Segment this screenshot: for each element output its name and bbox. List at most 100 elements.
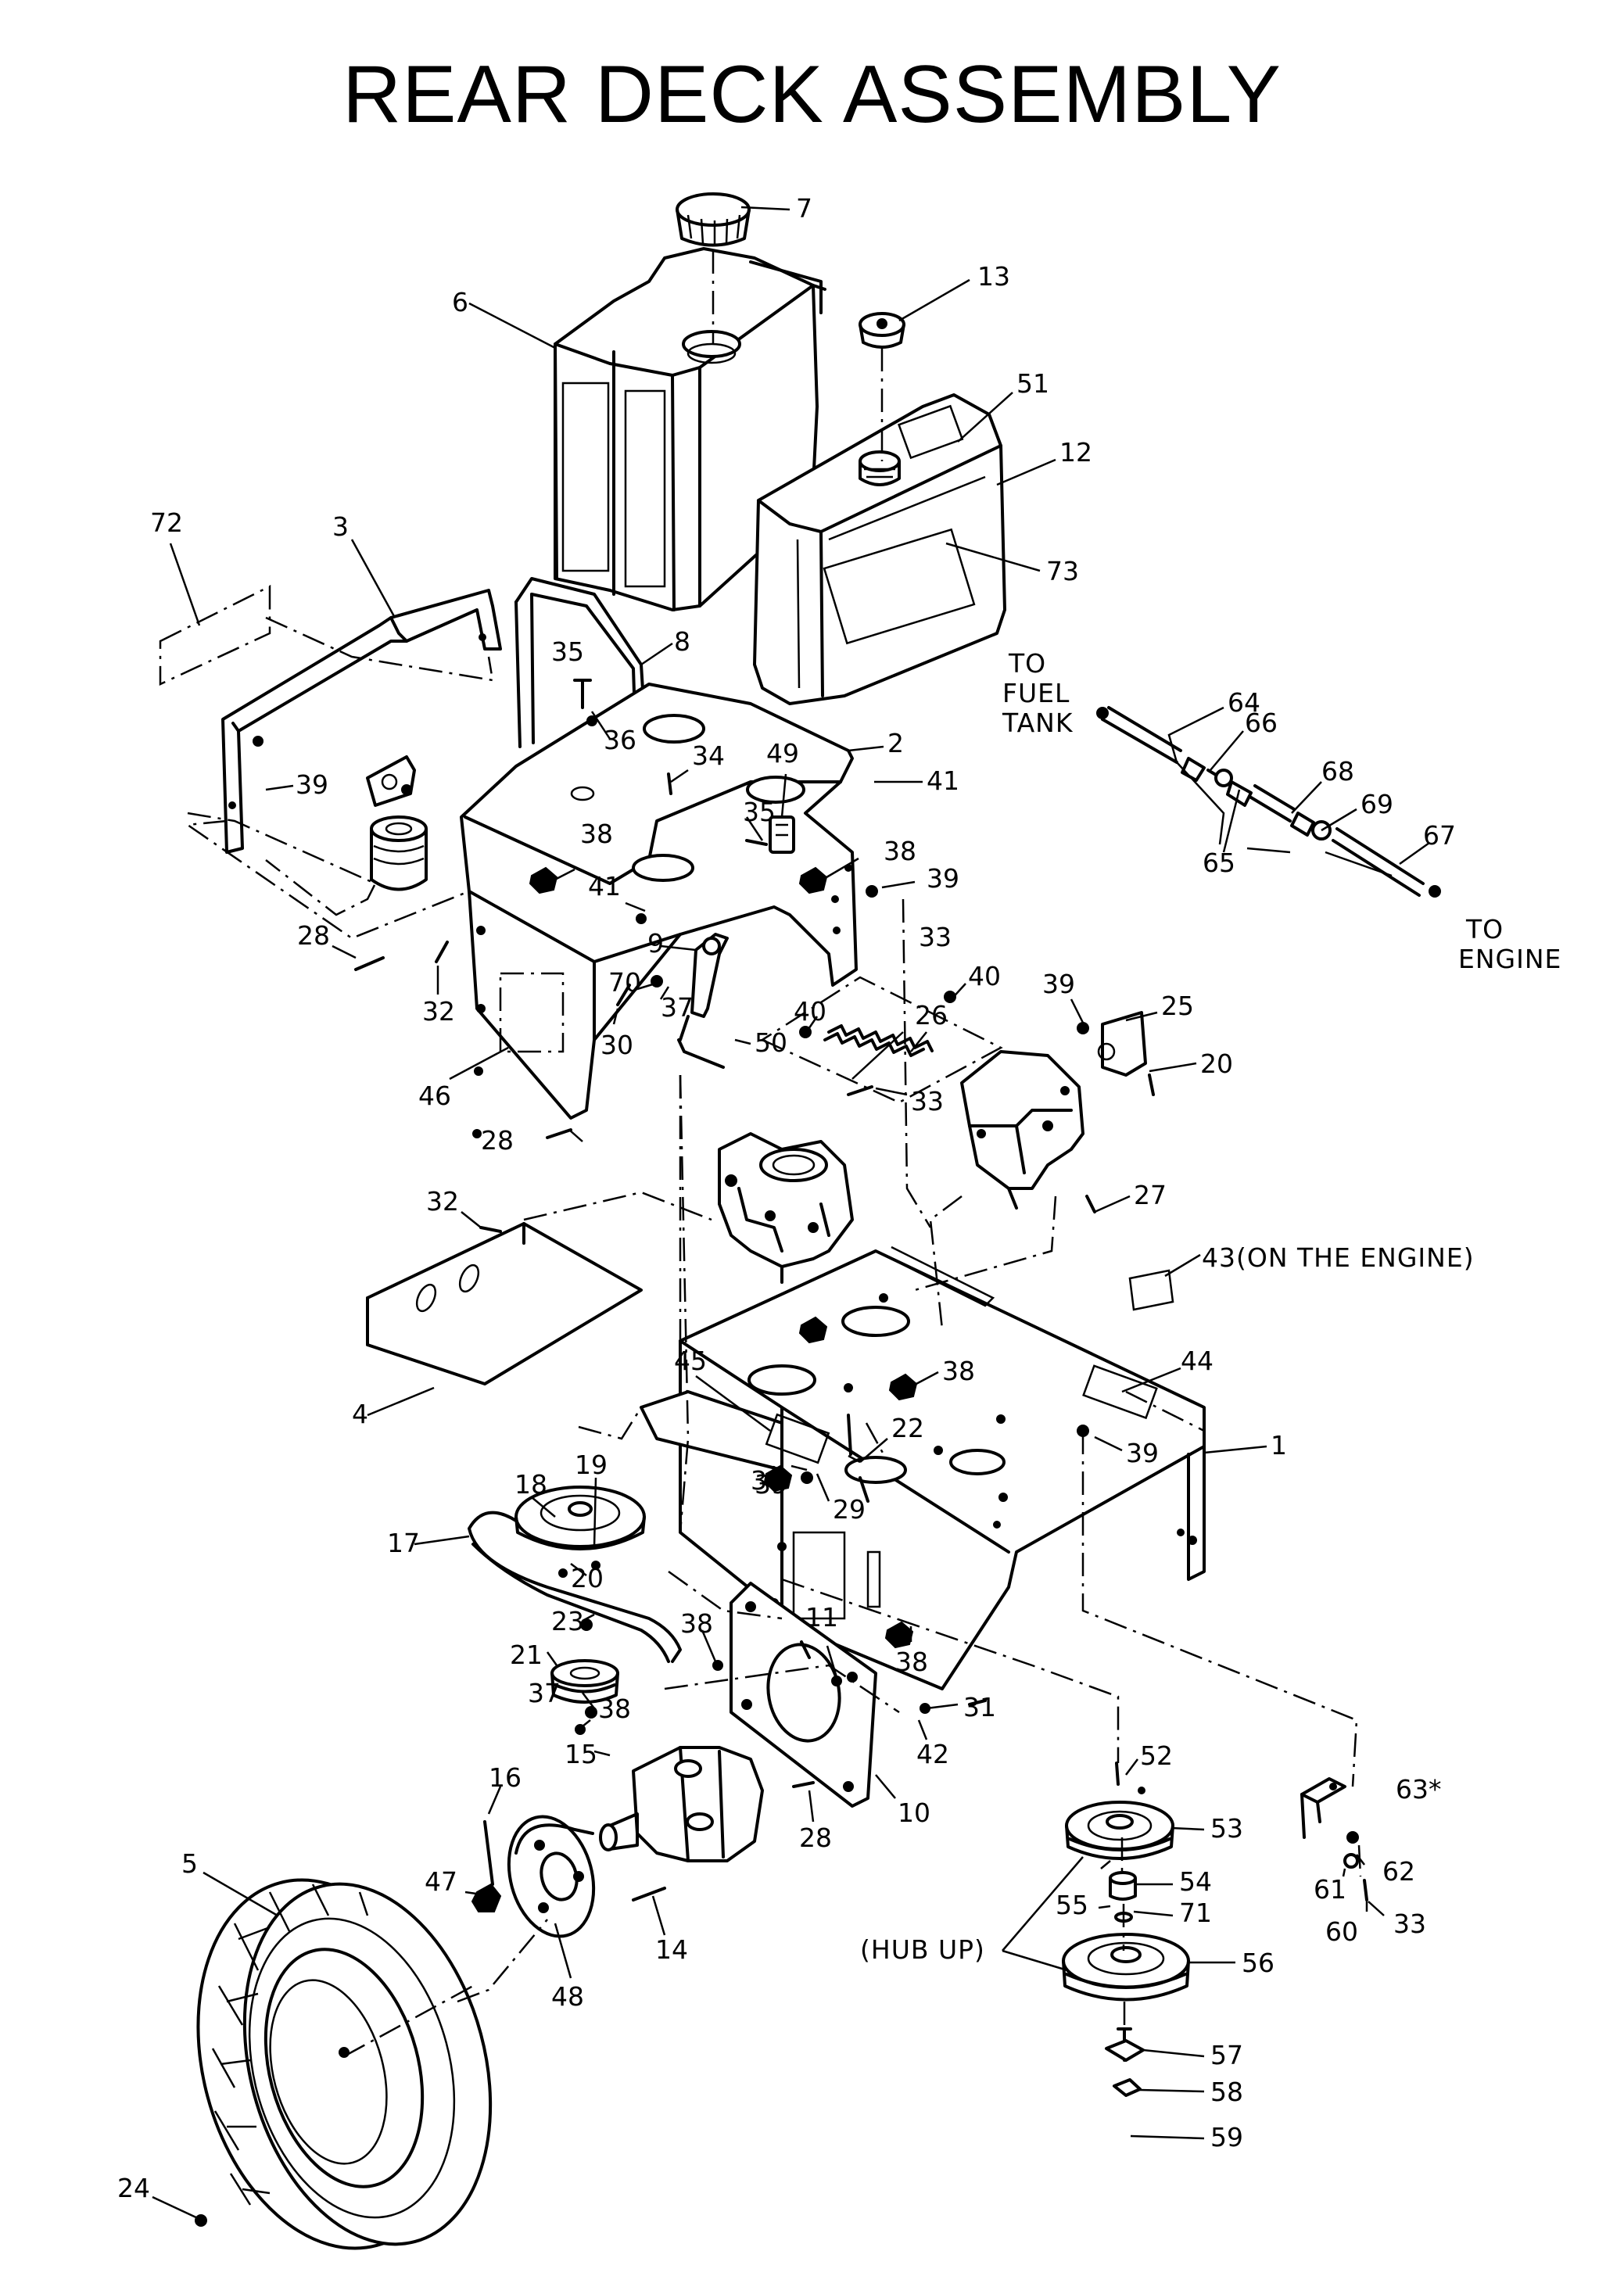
callout-25: 25 xyxy=(1161,991,1194,1021)
callout-31: 31 xyxy=(963,1692,996,1722)
callout-47: 47 xyxy=(425,1866,457,1897)
callout-8: 8 xyxy=(674,626,690,657)
callout-1: 1 xyxy=(1271,1430,1287,1461)
callout-6: 6 xyxy=(452,287,468,317)
callout-22: 22 xyxy=(891,1413,924,1443)
callout-58: 58 xyxy=(1210,2077,1243,2107)
callout-9: 9 xyxy=(647,928,664,959)
callout-65: 65 xyxy=(1203,848,1235,878)
callout-4: 4 xyxy=(352,1399,368,1429)
spacer-part-54 xyxy=(1109,1871,1137,1901)
wheel-hub-part-48 xyxy=(507,1815,596,1938)
callout-72: 72 xyxy=(150,507,183,538)
callout-28-lower: 28 xyxy=(799,1823,832,1853)
callout-5: 5 xyxy=(181,1848,198,1879)
callout-69: 69 xyxy=(1361,789,1393,819)
callout-40-left: 40 xyxy=(794,996,826,1027)
callout-3: 3 xyxy=(332,511,349,542)
callout-56: 56 xyxy=(1242,1948,1274,1978)
callout-52: 52 xyxy=(1140,1740,1173,1771)
callout-60: 60 xyxy=(1325,1916,1358,1947)
callout-38-left: 38 xyxy=(580,819,613,849)
callout-44: 44 xyxy=(1181,1346,1214,1376)
callout-61: 61 xyxy=(1314,1874,1346,1905)
callout-17: 17 xyxy=(387,1528,420,1558)
callout-32-lower: 32 xyxy=(426,1186,459,1217)
callout-27: 27 xyxy=(1134,1180,1167,1210)
callout-37-lower: 37 xyxy=(528,1678,561,1708)
callout-38-idler: 38 xyxy=(598,1694,631,1724)
lug-nut-part-47 xyxy=(471,1883,502,1912)
callout-67: 67 xyxy=(1423,820,1456,851)
callout-11: 11 xyxy=(805,1602,838,1633)
fuel-tank-part-12 xyxy=(753,393,1006,705)
callout-41-right: 41 xyxy=(927,765,959,796)
plate-part-4 xyxy=(366,1222,643,1385)
callout-54: 54 xyxy=(1179,1866,1212,1897)
pulley-part-18 xyxy=(514,1486,646,1550)
note-to-fuel-tank-1: TO xyxy=(1008,648,1046,679)
callout-33-middle: 33 xyxy=(911,1086,944,1116)
callout-55: 55 xyxy=(1056,1890,1088,1920)
callout-45: 45 xyxy=(674,1346,707,1376)
callout-39-bracket: 39 xyxy=(296,769,328,800)
callout-71: 71 xyxy=(1179,1898,1212,1928)
assembly-centerlines xyxy=(185,250,1362,2058)
decal-part-43 xyxy=(1128,1253,1201,1311)
note-on-the-engine: 43(ON THE ENGINE) xyxy=(1202,1242,1475,1273)
callout-59: 59 xyxy=(1210,2122,1243,2152)
note-to-engine-1: TO xyxy=(1465,914,1504,944)
callout-63: 63* xyxy=(1396,1774,1442,1805)
belt-part-17 xyxy=(468,1511,682,1663)
callout-51: 51 xyxy=(1016,368,1049,399)
note-to-engine-2: ENGINE xyxy=(1458,944,1561,974)
callout-41-left: 41 xyxy=(588,871,621,901)
callout-38-motor: 38 xyxy=(680,1608,713,1639)
note-to-fuel-tank-3: TANK xyxy=(1002,708,1074,738)
callout-26: 26 xyxy=(915,1000,948,1030)
bracket-part-63 xyxy=(1300,1777,1346,1839)
callout-15: 15 xyxy=(565,1739,597,1769)
callout-14: 14 xyxy=(655,1934,688,1965)
callout-39-corner: 39 xyxy=(1126,1438,1159,1468)
wheel-motor xyxy=(599,1746,764,1862)
callout-38-pulley: 38 xyxy=(751,1465,783,1496)
note-hub-up: (HUB UP) xyxy=(860,1934,985,1965)
callout-48: 48 xyxy=(551,1981,584,2012)
page-title: REAR DECK ASSEMBLY xyxy=(342,49,1282,140)
callout-24: 24 xyxy=(117,2173,150,2203)
callout-28-upper: 28 xyxy=(297,920,330,951)
callout-64: 64 xyxy=(1228,687,1260,718)
callout-57: 57 xyxy=(1210,2040,1243,2070)
idler-pulley-part-21 xyxy=(550,1659,619,1704)
callout-33-upper: 33 xyxy=(919,922,952,952)
hardware-fasteners xyxy=(195,679,1368,2227)
callout-21: 21 xyxy=(510,1640,543,1670)
callout-68: 68 xyxy=(1321,756,1354,787)
callout-36: 36 xyxy=(604,725,636,755)
callout-38-plate: 38 xyxy=(895,1647,928,1677)
callout-40-right: 40 xyxy=(968,961,1001,991)
callout-50: 50 xyxy=(755,1027,787,1058)
main-deck-part-1 xyxy=(640,1246,1206,1690)
callout-33-lower: 33 xyxy=(1393,1909,1426,1939)
callout-23: 23 xyxy=(551,1606,584,1636)
callout-34: 34 xyxy=(692,740,725,771)
callout-38-deck: 38 xyxy=(942,1356,975,1386)
fuel-cap-part-7 xyxy=(676,192,751,247)
callout-28-middle: 28 xyxy=(481,1125,514,1156)
callout-32-upper: 32 xyxy=(422,996,455,1027)
hydraulic-filter xyxy=(366,755,428,891)
upper-frame-part-2 xyxy=(460,683,858,1138)
callout-42: 42 xyxy=(916,1739,949,1769)
callout-30: 30 xyxy=(600,1030,633,1060)
fuel-cap-part-13 xyxy=(859,312,905,349)
callout-7: 7 xyxy=(796,193,812,224)
hydraulic-pump-left xyxy=(718,1132,854,1284)
motor-plate-part-10 xyxy=(730,1582,877,1808)
callout-73: 73 xyxy=(1046,556,1079,586)
pulley-part-56 xyxy=(1062,1933,1190,2002)
lever-part-9 xyxy=(677,933,729,1069)
decal-part-72 xyxy=(159,584,271,686)
